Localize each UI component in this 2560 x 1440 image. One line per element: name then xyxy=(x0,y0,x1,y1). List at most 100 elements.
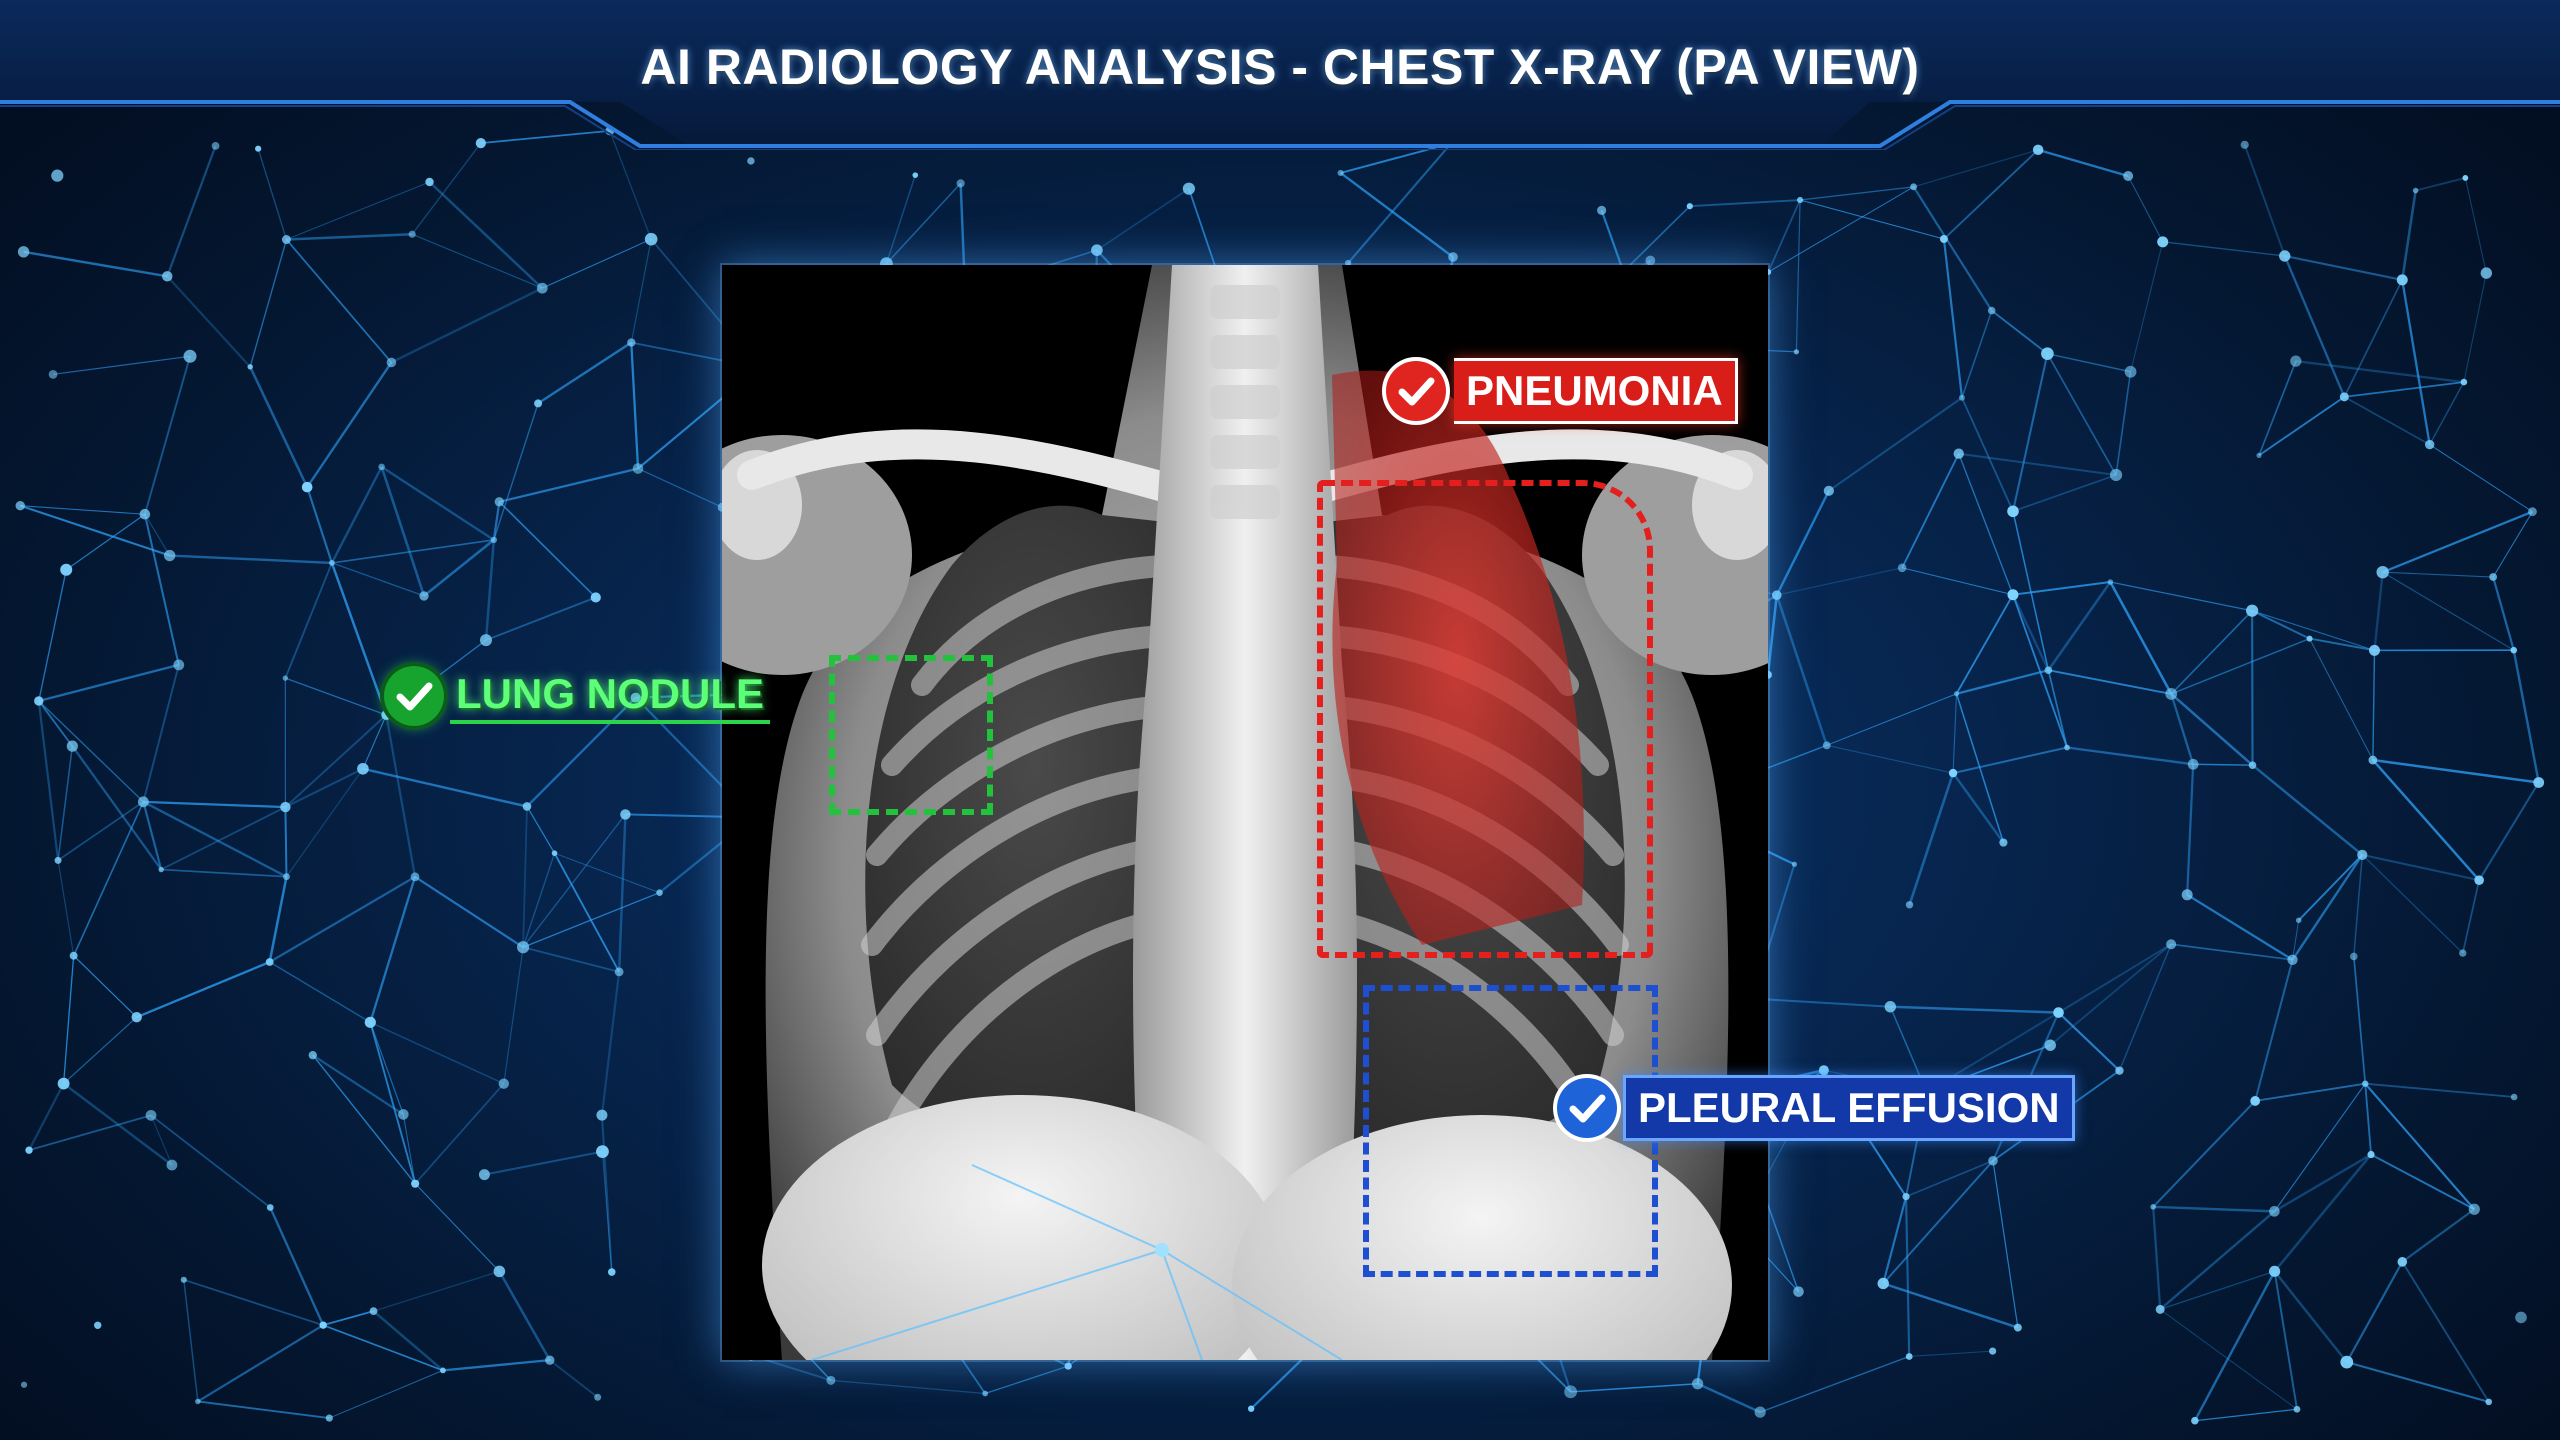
network-line xyxy=(2372,650,2376,761)
network-node xyxy=(1823,485,1834,496)
network-node xyxy=(2007,589,2019,601)
network-node xyxy=(328,560,335,566)
network-line xyxy=(2429,381,2465,445)
network-node xyxy=(378,463,385,471)
network-line xyxy=(2309,638,2374,761)
network-line xyxy=(330,562,388,716)
network-line xyxy=(312,1054,416,1185)
network-node xyxy=(1793,349,1799,355)
network-line xyxy=(1958,452,2117,476)
network-line xyxy=(1961,397,2014,512)
network-line xyxy=(553,852,620,973)
network-line xyxy=(2344,381,2464,398)
network-node xyxy=(1905,901,1914,909)
network-node xyxy=(1564,1385,1578,1399)
network-line xyxy=(306,361,393,488)
network-line xyxy=(166,145,217,277)
network-node xyxy=(1905,1353,1913,1360)
network-line xyxy=(2346,1361,2490,1403)
network-line xyxy=(411,142,482,235)
lung-nodule-label-text: LUNG NODULE xyxy=(450,668,770,724)
pneumonia-label-text: PNEUMONIA xyxy=(1454,358,1738,424)
network-node xyxy=(2041,347,2054,360)
network-line xyxy=(2186,764,2195,895)
network-node xyxy=(2250,1096,2261,1106)
network-line xyxy=(62,955,75,1084)
network-line xyxy=(2254,959,2294,1102)
network-line xyxy=(150,1115,173,1166)
network-node xyxy=(211,142,220,150)
network-node xyxy=(1091,244,1103,256)
network-line xyxy=(142,801,163,870)
network-line xyxy=(28,1083,65,1151)
network-node xyxy=(1448,252,1458,262)
network-line xyxy=(1775,594,1828,746)
network-line xyxy=(2415,177,2466,192)
network-line xyxy=(2251,609,2311,640)
network-line xyxy=(2258,360,2297,456)
network-node xyxy=(2376,565,2389,579)
network-line xyxy=(2352,956,2367,1084)
network-line xyxy=(2382,571,2494,578)
network-line xyxy=(2186,893,2294,961)
network-line xyxy=(2162,241,2285,257)
network-node xyxy=(2489,573,2498,581)
network-line xyxy=(428,181,544,290)
network-line xyxy=(2049,943,2172,1046)
network-node xyxy=(2165,688,2178,700)
network-line xyxy=(37,700,60,861)
network-line xyxy=(2345,1261,2404,1363)
network-line xyxy=(1992,1160,2019,1328)
network-line xyxy=(285,677,387,716)
network-line xyxy=(20,505,145,515)
network-line xyxy=(2012,594,2068,748)
network-line xyxy=(1956,669,2049,695)
network-line xyxy=(329,1369,444,1419)
network-node xyxy=(2293,1405,2301,1413)
network-node xyxy=(1597,205,1607,215)
network-line xyxy=(312,1054,404,1116)
network-line xyxy=(984,1365,1069,1395)
network-node xyxy=(60,563,73,576)
network-node xyxy=(2155,1304,2165,1314)
network-node xyxy=(475,138,486,149)
network-line xyxy=(161,868,287,878)
network-line xyxy=(2170,693,2195,765)
network-node xyxy=(534,399,543,408)
network-line xyxy=(38,663,180,703)
network-line xyxy=(522,852,556,948)
network-line xyxy=(1776,567,1903,596)
network-node xyxy=(1247,1405,1255,1412)
network-node xyxy=(1793,1286,1804,1297)
network-node xyxy=(2397,1257,2408,1267)
network-line xyxy=(2429,444,2533,513)
network-node xyxy=(425,177,434,187)
network-line xyxy=(498,1270,551,1361)
network-line xyxy=(142,800,288,878)
network-line xyxy=(2343,279,2403,398)
header-frame xyxy=(0,0,2560,150)
network-line xyxy=(1943,149,2039,240)
network-node xyxy=(2528,507,2537,517)
network-node xyxy=(2279,250,2291,262)
network-node xyxy=(2246,604,2259,617)
network-node xyxy=(1897,563,1907,573)
network-line xyxy=(2273,1153,2372,1273)
network-line xyxy=(285,238,393,364)
network-line xyxy=(1952,746,2068,775)
network-node xyxy=(2533,777,2545,788)
network-node xyxy=(2368,644,2380,656)
network-line xyxy=(2370,1153,2475,1211)
network-line xyxy=(71,745,163,871)
network-node xyxy=(2150,1204,2156,1210)
network-line xyxy=(2364,1083,2476,1210)
network-line xyxy=(57,860,75,956)
network-node xyxy=(1910,183,1917,191)
network-node xyxy=(2396,274,2408,286)
network-line xyxy=(414,875,524,949)
network-line xyxy=(1800,186,1914,201)
network-line xyxy=(369,1022,404,1115)
network-line xyxy=(2046,353,2117,476)
network-node xyxy=(2044,1039,2056,1051)
